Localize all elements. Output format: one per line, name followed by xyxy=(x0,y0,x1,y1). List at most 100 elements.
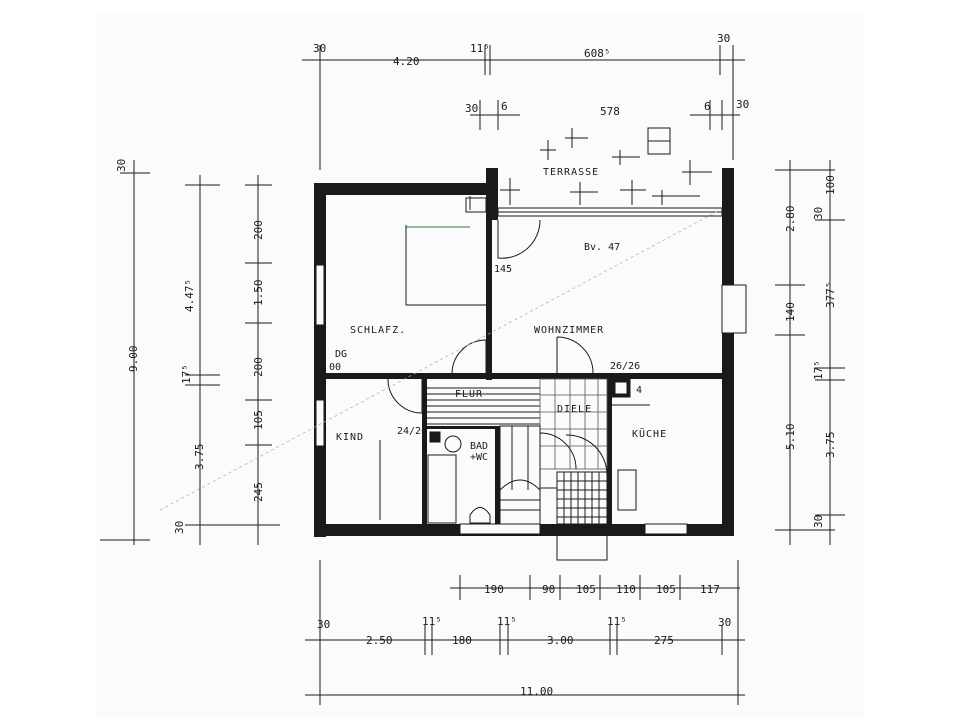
dim-bottom-190: 190 xyxy=(484,583,504,596)
dim-top-6r: 6 xyxy=(704,100,711,113)
bath-shelf xyxy=(429,431,441,443)
window-openings xyxy=(315,264,747,535)
dim-bottom-117: 117 xyxy=(700,583,720,596)
dim-bottom-180: 180 xyxy=(452,634,472,647)
west-wall xyxy=(314,183,326,537)
dim-right-100: 100 xyxy=(824,175,837,195)
label-door-wz: 26/26 xyxy=(610,361,640,372)
dim-top-115: 11⁵ xyxy=(470,42,490,55)
window-east xyxy=(721,284,747,334)
label-4: 4 xyxy=(636,385,642,396)
wall-main-horizontal xyxy=(326,373,722,379)
dim-bottom-105: 105 xyxy=(576,583,596,596)
dim-left-245: 245 xyxy=(252,482,265,502)
window-west-1 xyxy=(315,264,325,326)
dim-bottom-115c: 11⁵ xyxy=(607,615,627,628)
dim-top-420: 4.20 xyxy=(393,55,420,68)
terrace-door xyxy=(497,207,723,217)
dim-top-578: 578 xyxy=(600,105,620,118)
bathroom-fixtures xyxy=(427,431,491,524)
washbasin xyxy=(444,435,462,453)
dim-bottom-90: 90 xyxy=(542,583,555,596)
dim-top-6: 6 xyxy=(501,100,508,113)
dim-right-30b: 30 xyxy=(812,515,825,528)
label-145: 145 xyxy=(494,264,512,275)
dim-bottom-30: 30 xyxy=(317,618,330,631)
room-schlafz: SCHLAFZ. xyxy=(350,325,406,336)
door-bad-swing xyxy=(539,432,577,470)
kitchen-fixtures xyxy=(611,378,650,511)
kitchen-counter xyxy=(617,469,637,511)
label-00: 00 xyxy=(329,362,341,373)
interior-walls xyxy=(326,210,722,524)
room-wc: +WC xyxy=(470,452,488,463)
dim-left-447: 4.47⁵ xyxy=(183,279,196,312)
dim-right-175: 17⁵ xyxy=(812,360,825,380)
room-kind: KIND xyxy=(336,432,364,443)
dim-bottom-250: 2.50 xyxy=(366,634,393,647)
wall-kind-bad xyxy=(422,379,427,524)
room-diele: DIELE xyxy=(557,404,592,415)
schlafz-fittings xyxy=(379,196,487,520)
room-kueche: KÜCHE xyxy=(632,427,667,440)
dim-left-30bot: 30 xyxy=(173,521,186,534)
door-terrace-swing xyxy=(497,219,541,259)
dim-top-30: 30 xyxy=(313,42,326,55)
dim-right-280: 2.80 xyxy=(784,206,797,233)
room-wohnzimmer: WOHNZIMMER xyxy=(534,325,604,336)
window-south-1 xyxy=(459,523,541,535)
dim-left-900: 9.00 xyxy=(127,346,140,373)
dim-left-200b: 200 xyxy=(252,357,265,377)
dim-right-375: 3.75 xyxy=(824,432,837,459)
pencil-guide-line xyxy=(159,209,721,511)
front-door-swing xyxy=(556,536,608,561)
wall-flur-bad xyxy=(427,426,495,429)
terrace-paving-marks xyxy=(500,127,712,205)
dim-right-377: 377⁵ xyxy=(824,282,837,309)
door-wohn-swing xyxy=(556,336,594,374)
dim-bottom-300: 3.00 xyxy=(547,634,574,647)
dim-left-150: 1.50 xyxy=(252,280,265,307)
dim-left-375: 3.75 xyxy=(193,444,206,471)
door-kueche-swing xyxy=(565,434,608,476)
dim-bottom-275: 275 xyxy=(654,634,674,647)
dim-right-510: 5.10 xyxy=(784,424,797,451)
staircase xyxy=(499,425,557,525)
room-terrasse: TERRASSE xyxy=(543,167,599,178)
dim-top-30r: 30 xyxy=(717,32,730,45)
dim-bottom-115a: 11⁵ xyxy=(422,615,442,628)
exterior-walls xyxy=(314,168,734,537)
room-flur: FLUR xyxy=(455,389,483,400)
entry-mat xyxy=(556,471,608,525)
dimension-lines xyxy=(100,45,845,705)
flur-stair-hatch xyxy=(427,387,540,425)
dim-top-30br: 30 xyxy=(736,98,749,111)
dim-left-105: 105 xyxy=(252,410,265,430)
dim-top-608: 608⁵ xyxy=(584,47,611,60)
room-bad: BAD xyxy=(470,441,488,452)
window-west-2 xyxy=(315,399,325,447)
dim-left-175: 17⁵ xyxy=(180,364,193,384)
dim-bottom-105b: 105 xyxy=(656,583,676,596)
north-wall xyxy=(314,183,486,195)
dim-bottom-115b: 11⁵ xyxy=(497,615,517,628)
window-south-2 xyxy=(644,523,688,535)
door-schlafz-swing xyxy=(451,339,487,374)
door-swings xyxy=(387,219,608,561)
dim-bottom-110: 110 xyxy=(616,583,636,596)
dim-bottom-1100: 11.00 xyxy=(520,685,553,698)
dim-right-140: 140 xyxy=(784,302,797,322)
dim-bottom-30r: 30 xyxy=(718,616,731,629)
terrace-post xyxy=(486,168,498,220)
wall-kueche xyxy=(607,379,612,524)
east-wall xyxy=(722,168,734,536)
label-door-kind: 24/26 xyxy=(397,426,427,437)
dim-left-30top: 30 xyxy=(115,159,128,172)
wall-bad-stair xyxy=(495,426,500,524)
diele-tiles xyxy=(539,378,608,470)
room-dg: DG xyxy=(335,349,347,360)
label-bv47: Bv. 47 xyxy=(584,242,620,253)
dim-left-200a: 200 xyxy=(252,220,265,240)
toilet xyxy=(469,507,491,524)
